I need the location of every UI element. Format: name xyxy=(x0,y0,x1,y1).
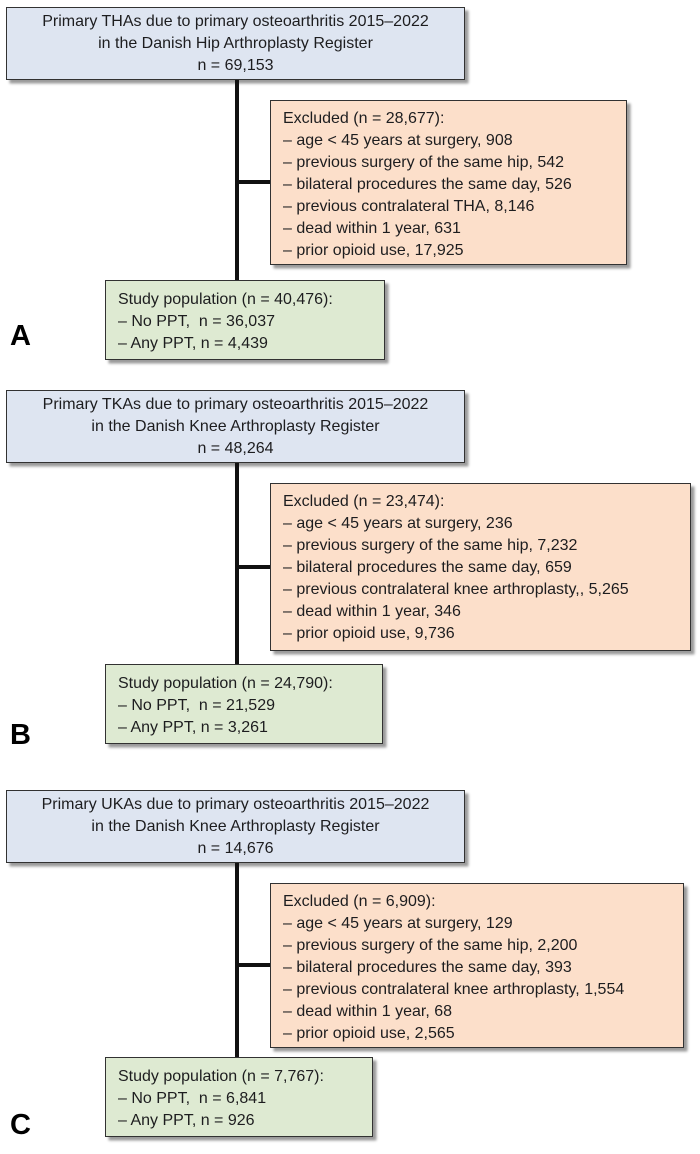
source-population-box: Primary TKAs due to primary osteoarthrit… xyxy=(6,390,465,463)
study-title: Study population (n = 24,790): xyxy=(118,675,333,692)
source-line: in the Danish Knee Arthroplasty Register xyxy=(91,817,380,835)
excluded-item: – bilateral procedures the same day, 526 xyxy=(283,176,572,193)
study-item: – No PPT, n = 21,529 xyxy=(118,697,275,714)
study-item: – Any PPT, n = 3,261 xyxy=(118,719,268,736)
source-line: in the Danish Hip Arthroplasty Register xyxy=(98,34,373,52)
excluded-title: Excluded (n = 28,677): xyxy=(283,110,445,127)
excluded-item: – previous contralateral knee arthroplas… xyxy=(283,581,629,598)
excluded-item: – age < 45 years at surgery, 129 xyxy=(283,915,513,932)
study-item: – No PPT, n = 6,841 xyxy=(118,1090,267,1107)
excluded-item: – prior opioid use, 2,565 xyxy=(283,1025,455,1042)
excluded-item: – previous surgery of the same hip, 7,23… xyxy=(283,537,578,554)
excluded-item: – dead within 1 year, 68 xyxy=(283,1003,453,1020)
source-line: in the Danish Knee Arthroplasty Register xyxy=(91,417,380,435)
connector-vertical-line xyxy=(235,463,239,665)
source-population-box: Primary THAs due to primary osteoarthrit… xyxy=(6,7,465,80)
excluded-item: – previous surgery of the same hip, 542 xyxy=(283,154,565,171)
panel-label-b: B xyxy=(10,719,31,751)
connector-horizontal-line xyxy=(237,565,270,569)
study-item: – No PPT, n = 36,037 xyxy=(118,313,275,330)
study-title: Study population (n = 40,476): xyxy=(118,291,333,308)
excluded-item: – dead within 1 year, 346 xyxy=(283,603,461,620)
connector-horizontal-line xyxy=(237,180,270,184)
excluded-item: – age < 45 years at surgery, 908 xyxy=(283,132,513,149)
source-population-box: Primary UKAs due to primary osteoarthrit… xyxy=(6,790,465,863)
source-line: Primary UKAs due to primary osteoarthrit… xyxy=(41,795,430,813)
excluded-item: – age < 45 years at surgery, 236 xyxy=(283,515,513,532)
excluded-item: – previous contralateral THA, 8,146 xyxy=(283,198,535,215)
excluded-item: – dead within 1 year, 631 xyxy=(283,220,461,237)
study-item: – Any PPT, n = 926 xyxy=(118,1112,255,1129)
excluded-title: Excluded (n = 23,474): xyxy=(283,493,445,510)
excluded-box: Excluded (n = 6,909): – age < 45 years a… xyxy=(270,883,684,1048)
source-count: n = 69,153 xyxy=(197,56,274,74)
excluded-box: Excluded (n = 23,474): – age < 45 years … xyxy=(270,483,691,651)
excluded-item: – bilateral procedures the same day, 393 xyxy=(283,959,572,976)
source-count: n = 14,676 xyxy=(197,839,274,857)
study-population-box: Study population (n = 7,767): – No PPT, … xyxy=(105,1057,373,1137)
panel-label-c: C xyxy=(10,1109,31,1141)
excluded-item: – bilateral procedures the same day, 659 xyxy=(283,559,572,576)
excluded-item: – previous contralateral knee arthroplas… xyxy=(283,981,625,998)
excluded-item: – previous surgery of the same hip, 2,20… xyxy=(283,937,578,954)
excluded-item: – prior opioid use, 17,925 xyxy=(283,242,464,259)
study-item: – Any PPT, n = 4,439 xyxy=(118,335,268,352)
study-population-box: Study population (n = 40,476): – No PPT,… xyxy=(105,280,385,360)
excluded-title: Excluded (n = 6,909): xyxy=(283,893,436,910)
study-title: Study population (n = 7,767): xyxy=(118,1068,324,1085)
connector-vertical-line xyxy=(235,863,239,1057)
panel-label-a: A xyxy=(10,320,31,352)
source-line: Primary TKAs due to primary osteoarthrit… xyxy=(42,395,429,413)
connector-horizontal-line xyxy=(237,963,270,967)
excluded-item: – prior opioid use, 9,736 xyxy=(283,625,455,642)
panel-b: Primary TKAs due to primary osteoarthrit… xyxy=(0,383,700,783)
study-population-box: Study population (n = 24,790): – No PPT,… xyxy=(105,664,383,744)
source-line: Primary THAs due to primary osteoarthrit… xyxy=(42,12,429,30)
excluded-box: Excluded (n = 28,677): – age < 45 years … xyxy=(270,100,627,265)
panel-a: Primary THAs due to primary osteoarthrit… xyxy=(0,0,700,383)
source-count: n = 48,264 xyxy=(197,439,274,457)
panel-c: Primary UKAs due to primary osteoarthrit… xyxy=(0,783,700,1154)
